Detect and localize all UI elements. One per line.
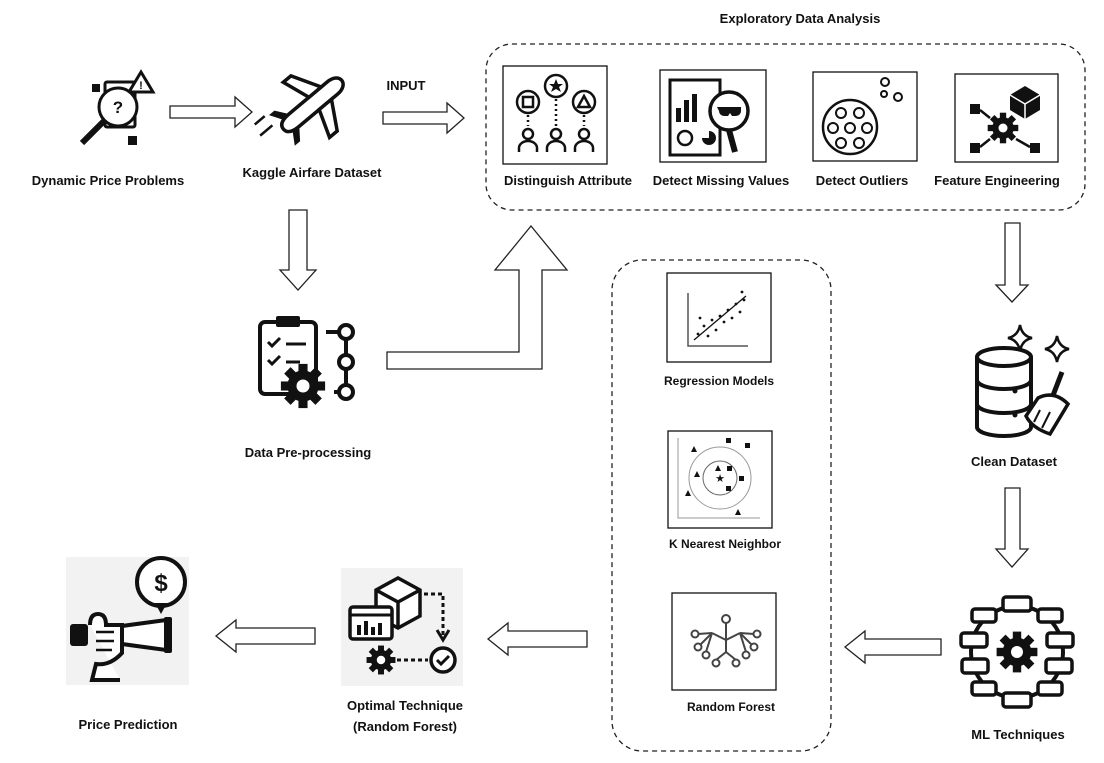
arrow-models-to-optimal — [486, 621, 588, 657]
label-data-preprocessing: Data Pre-processing — [244, 445, 372, 460]
label-ml-techniques: ML Techniques — [971, 727, 1065, 742]
label-regression-models: Regression Models — [663, 374, 775, 388]
price-prediction-icon: $ — [66, 556, 189, 685]
question-mark: ? — [113, 98, 123, 117]
knn-icon: ★ — [667, 430, 773, 529]
arrow-input-to-eda — [382, 101, 465, 135]
label-feature-engineering: Feature Engineering — [934, 173, 1060, 188]
arrow-optimal-to-prediction — [214, 618, 316, 654]
warning-mark: ! — [139, 80, 143, 92]
label-random-forest: Random Forest — [686, 700, 776, 714]
price-problems-icon: ? ! — [79, 69, 156, 146]
label-optimal-technique: Optimal Technique — [346, 698, 464, 713]
regression-icon — [666, 272, 772, 363]
input-label: INPUT — [386, 78, 426, 93]
label-price-prediction: Price Prediction — [78, 717, 178, 732]
label-dynamic-price-problems: Dynamic Price Problems — [31, 173, 185, 188]
arrow-problems-to-dataset — [169, 95, 253, 129]
svg-text:★: ★ — [715, 472, 725, 485]
clean-dataset-icon — [975, 324, 1071, 438]
missing-values-icon — [659, 69, 767, 163]
arrow-preprocessing-to-eda — [386, 224, 569, 370]
arrow-clean-to-ml — [994, 487, 1030, 568]
outliers-icon — [812, 71, 918, 162]
label-knn: K Nearest Neighbor — [668, 537, 782, 551]
label-detect-outliers: Detect Outliers — [815, 173, 909, 188]
arrow-ml-to-models — [843, 629, 942, 665]
label-detect-missing-values: Detect Missing Values — [652, 173, 790, 188]
eda-title: Exploratory Data Analysis — [719, 11, 881, 26]
arrow-eda-to-clean — [994, 222, 1030, 303]
label-clean-dataset: Clean Dataset — [971, 454, 1057, 469]
label-distinguish-attribute: Distinguish Attribute — [503, 173, 633, 188]
airplane-icon — [253, 73, 345, 146]
feature-engineering-icon — [954, 73, 1059, 163]
label-kaggle-dataset: Kaggle Airfare Dataset — [242, 165, 382, 180]
optimal-technique-icon — [341, 568, 463, 686]
preprocessing-icon — [258, 316, 355, 409]
eda-group-border — [485, 43, 1086, 211]
label-optimal-technique-detail: (Random Forest) — [353, 719, 457, 734]
arrow-dataset-to-preprocessing — [278, 209, 318, 291]
ml-techniques-icon — [959, 595, 1075, 709]
dollar-sign: $ — [154, 570, 168, 597]
random-forest-icon — [671, 592, 777, 691]
distinguish-attribute-icon — [502, 65, 608, 165]
